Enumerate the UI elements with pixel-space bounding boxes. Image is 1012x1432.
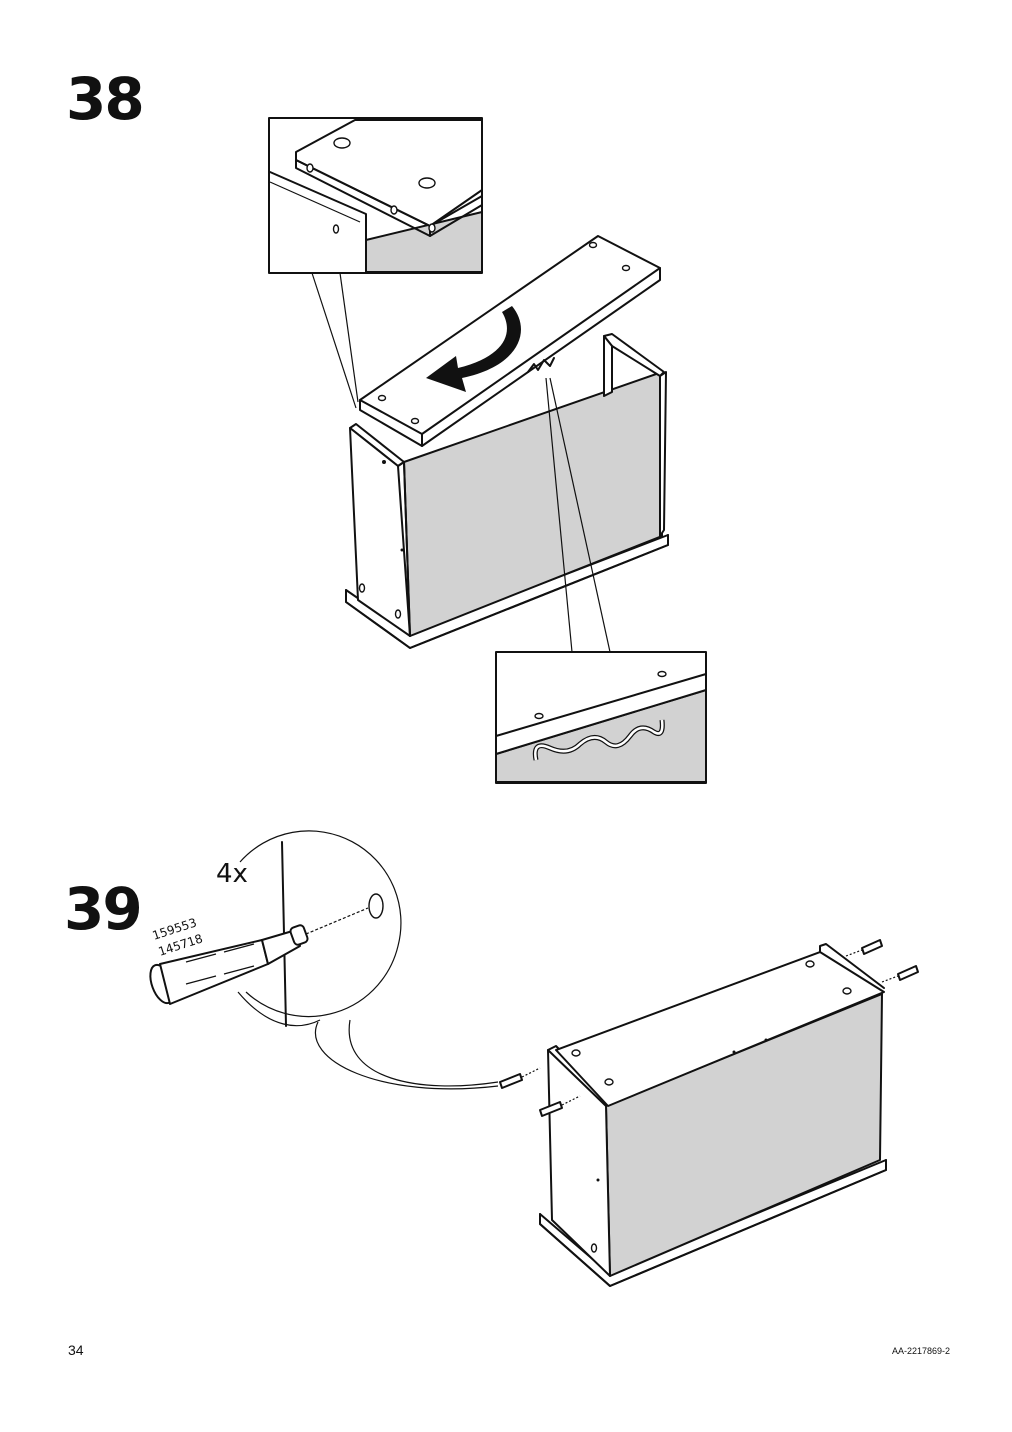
step-38-illustration — [268, 117, 707, 784]
cabinet-closed-39 — [539, 943, 887, 1287]
detail-box-bottom — [495, 651, 707, 784]
step-38-number: 38 — [66, 65, 145, 133]
screwdriver-icon — [149, 924, 309, 1005]
curved-arrow-icon — [426, 306, 521, 392]
detail-box-top — [268, 117, 483, 274]
wire-clip-icon — [527, 357, 555, 373]
document-code: AA-2217869-2 — [891, 1346, 950, 1356]
dowel-pin-icon — [499, 939, 919, 1117]
step-39-illustration: 4x 159553 145718 — [149, 830, 919, 1287]
step-39-number: 39 — [64, 875, 143, 943]
detail-circle — [237, 830, 499, 1090]
quantity-label: 4x — [216, 859, 248, 889]
cabinet-frame-38 — [345, 333, 669, 649]
page-number: 34 — [68, 1342, 84, 1358]
